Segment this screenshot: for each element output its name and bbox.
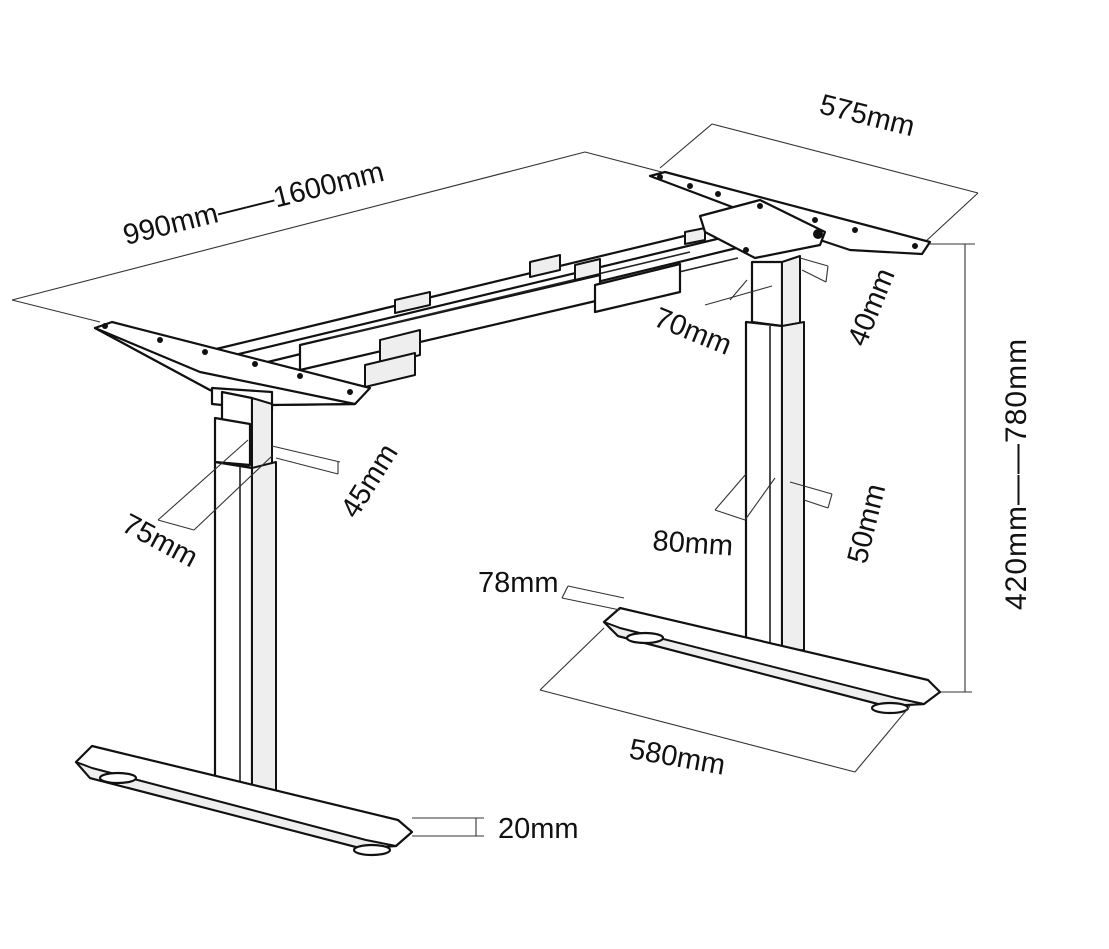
label-upper-col-depth-right: 40mm xyxy=(842,264,902,351)
left-leg xyxy=(213,390,277,792)
label-foot-height: 20mm xyxy=(498,813,579,845)
label-foot-width: 78mm xyxy=(478,567,559,599)
label-lower-col-width: 80mm xyxy=(652,525,735,563)
right-leg xyxy=(744,255,805,654)
right-top-bracket xyxy=(648,170,932,260)
label-lower-col-depth: 50mm xyxy=(842,481,893,567)
callout-lines xyxy=(157,257,911,837)
desktop-dimension-lines xyxy=(11,123,979,693)
label-depth: 575mm xyxy=(816,89,918,143)
crossbar xyxy=(203,220,748,388)
right-foot xyxy=(602,606,942,715)
label-upper-col-width-right: 70mm xyxy=(649,302,736,362)
label-height-range: 420mm——780mm xyxy=(1000,338,1033,610)
label-upper-col-depth-left: 45mm xyxy=(335,438,405,523)
label-foot-length: 580mm xyxy=(627,733,728,781)
left-foot xyxy=(74,744,414,857)
